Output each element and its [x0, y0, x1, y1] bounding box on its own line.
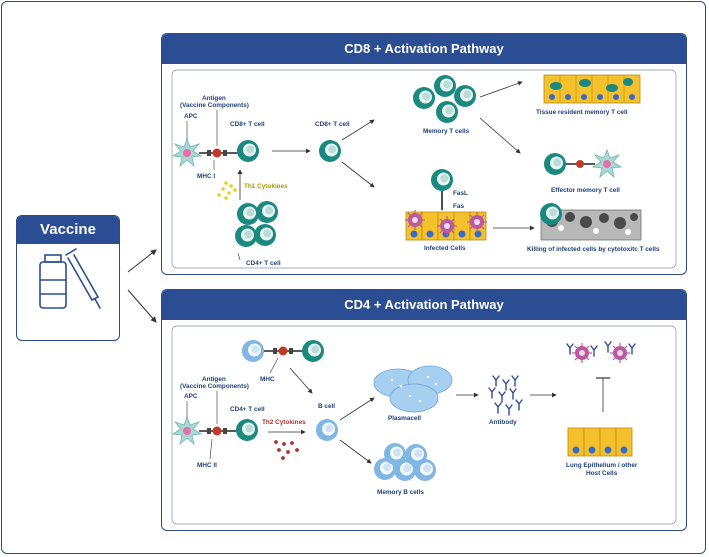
th2-cytokines-label: Th2 Cytokines: [262, 419, 306, 426]
cd8-apc-label: APC: [184, 113, 198, 120]
memory-b-cells-label: Memory B cells: [377, 489, 424, 496]
plasmacell-label: Plasmacell: [388, 415, 421, 422]
mhc2-antigen-complex: [212, 426, 222, 436]
arrow-vaccine-cd8: [127, 249, 157, 273]
th1-cytokines-label: Th1 Cytokines: [244, 183, 288, 190]
antibody-icon: [488, 375, 523, 416]
tissue-resident-label: Tissue resident memory T cell: [536, 109, 628, 116]
effector-memory-icon: [544, 149, 622, 178]
killing-infected-label: Killing of infected cells by cytotoxitc …: [527, 246, 660, 253]
b-cell-label: B cell: [318, 403, 335, 410]
cd4-apc-label: APC: [184, 393, 198, 400]
vaccine-title: Vaccine: [17, 216, 119, 244]
cd4-antigen-sub-label: (Vaccine Components): [180, 383, 249, 390]
infected-cells-icon: [404, 209, 488, 241]
arrow-vaccine-cd4: [127, 289, 157, 323]
apc-dendritic-cell-icon: [172, 138, 202, 167]
cd4-panel-title: CD4 + Activation Pathway: [162, 290, 686, 320]
memory-b-cells-cluster: [374, 443, 436, 481]
cd8-cd8-tcell-2-label: CD8+ T cell: [315, 121, 350, 128]
host-cells-label: Host Cells: [586, 470, 618, 477]
cd4-apc-dendritic-cell-icon: [172, 416, 202, 445]
cd4-t-cells-cluster: [235, 201, 278, 247]
infected-cells-label: Infected Cells: [424, 245, 466, 252]
activated-cd8-t-cell-icon: [319, 140, 341, 162]
cd8-cd8-tcell-label: CD8+ T cell: [230, 121, 265, 128]
th1-cytokines-dots: [217, 181, 237, 200]
lung-epithelium-label: Lung Epithelium / other: [566, 462, 638, 469]
memory-t-cells-cluster: [413, 75, 476, 123]
cd8-mhc1-label: MHC I: [197, 173, 215, 180]
killed-cells-icon: [540, 203, 642, 241]
cd4-mhc-label: MHC: [260, 376, 275, 383]
cd8-antigen-label: Antigen: [202, 95, 226, 102]
memory-t-cells-label: Memory T cells: [423, 128, 470, 135]
cd4-antigen-label: Antigen: [202, 376, 226, 383]
fas-label: Fas: [453, 203, 464, 210]
lung-epithelium-icon: [567, 427, 633, 457]
plasma-cell-icon: [373, 365, 453, 413]
fasl-label: FasL: [453, 190, 468, 197]
antibody-label: Antibody: [489, 419, 517, 426]
cd8-cd4-tcell-label: CD4+ T cell: [246, 260, 281, 267]
mhc1-antigen-complex: [212, 148, 222, 158]
b-cell-icon: [316, 419, 338, 441]
cd4-activation-panel: CD4 + Activation Pathway: [161, 289, 687, 531]
cd4-cd4-tcell-label: CD4+ T cell: [230, 406, 265, 413]
cd8-antigen-sub-label: (Vaccine Components): [180, 102, 249, 109]
cd4-t-cell-icon: [236, 419, 258, 441]
cd8-t-cell-icon: [237, 140, 259, 162]
effector-memory-label: Effector memory T cell: [551, 187, 620, 194]
vaccine-box: Vaccine: [16, 215, 120, 341]
mhc-bcell-tcell-complex: [242, 340, 324, 362]
cd4-mhc2-label: MHC II: [197, 462, 217, 469]
cd8-panel-title: CD8 + Activation Pathway: [162, 34, 686, 64]
neutralized-virus-icon: [566, 341, 636, 364]
vaccine-vial-syringe-icon: [39, 248, 101, 309]
th2-cytokines-dots: [274, 440, 299, 460]
fasl-t-cell-icon: [431, 169, 453, 210]
tissue-resident-memory-icon: [543, 74, 641, 104]
